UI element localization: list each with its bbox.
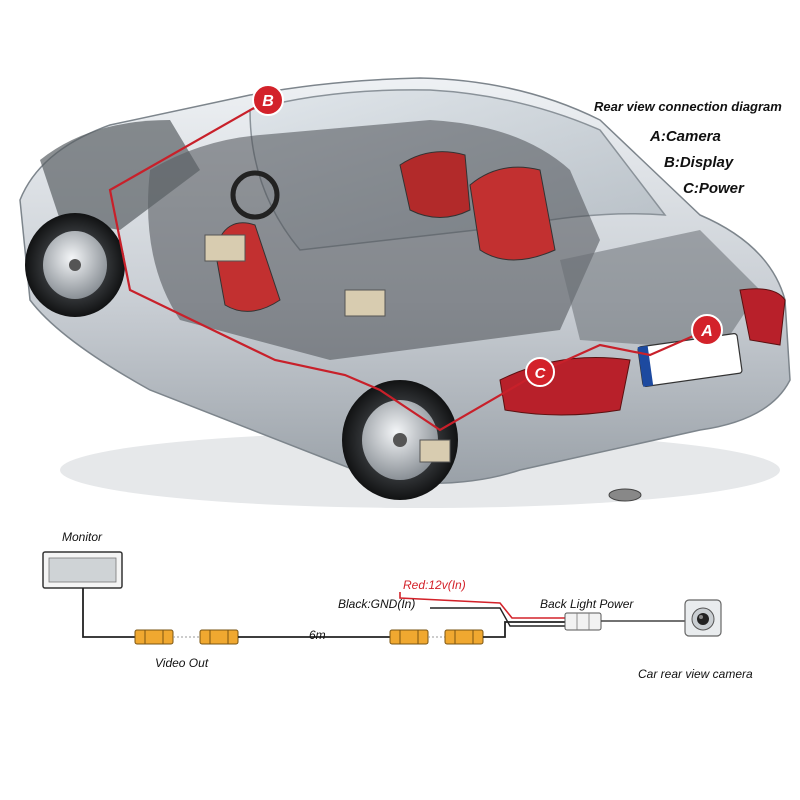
marker-c-label: C	[535, 365, 547, 382]
video-out-label: Video Out	[155, 656, 209, 670]
diagram-title: Rear view connection diagram	[594, 99, 782, 114]
back-light-power-label: Back Light Power	[540, 597, 634, 611]
junction-block	[564, 612, 602, 631]
marker-a-label: A	[700, 323, 713, 340]
marker-b: B	[252, 84, 284, 116]
video-out-connector-left	[134, 629, 174, 645]
red-wire-label: Red:12v(In)	[403, 578, 466, 592]
black-wire-label: Black:GND(In)	[338, 597, 416, 611]
car-cutaway-illustration: B A C	[19, 77, 791, 508]
connector-box-rear	[419, 439, 451, 463]
marker-c: C	[525, 357, 555, 387]
steering-wheel	[230, 170, 280, 220]
monitor-label: Monitor	[62, 530, 103, 544]
marker-b-label: B	[262, 93, 274, 110]
connector-box-front	[204, 234, 246, 262]
marker-a: A	[691, 314, 723, 346]
wiring-diagram	[42, 551, 722, 645]
video-out-connector-right	[199, 629, 239, 645]
legend-camera: A:Camera	[650, 128, 721, 145]
black-ground-wire	[430, 607, 565, 627]
exhaust-pipe	[608, 488, 642, 502]
wiring-route	[108, 99, 708, 432]
rear-seat	[469, 166, 556, 261]
camera-label: Car rear view camera	[638, 667, 753, 681]
front-wheel	[25, 213, 125, 317]
connector-box-middle	[344, 289, 386, 317]
license-plate-eu-band	[637, 345, 654, 387]
camera-cable	[483, 621, 565, 638]
cable-length-label: 6m	[309, 628, 326, 642]
tail-light-right	[739, 288, 786, 346]
rear-seat-2	[399, 151, 471, 218]
legend-power: C:Power	[683, 180, 744, 197]
rear-wheel	[342, 380, 458, 500]
legend-display: B:Display	[664, 154, 734, 171]
camera-connector-left	[389, 629, 429, 645]
engine-bay	[40, 120, 200, 230]
monitor-icon	[42, 551, 123, 589]
rear-camera-icon	[684, 599, 722, 637]
camera-connector-right	[444, 629, 484, 645]
red-power-wire	[399, 592, 565, 619]
monitor-cable	[82, 588, 140, 638]
